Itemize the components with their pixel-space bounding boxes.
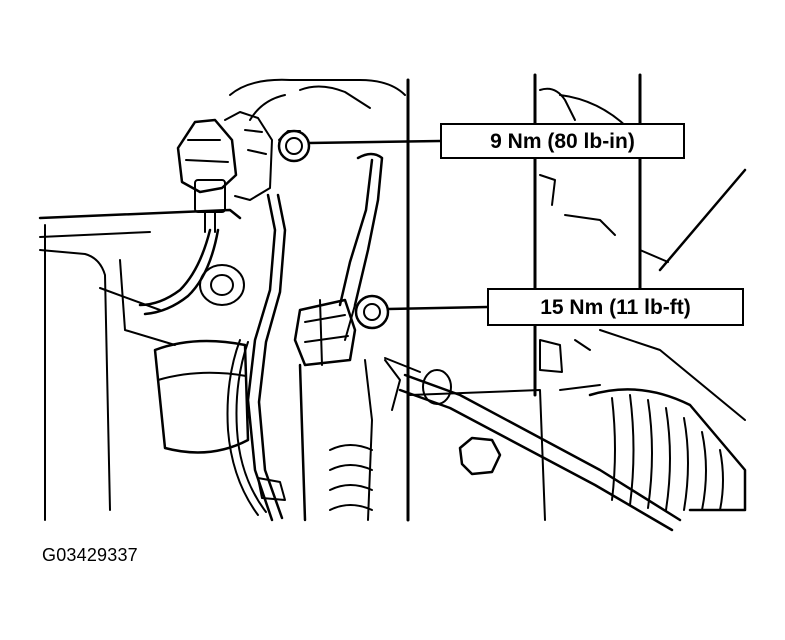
right-bolt [458, 436, 502, 476]
tie-rod [384, 357, 682, 532]
torque-callout-lower-bolt: 15 Nm (11 lb-ft) [487, 288, 744, 326]
electrical-connector [176, 111, 273, 233]
torque-callout-upper-bolt: 9 Nm (80 lb-in) [440, 123, 685, 159]
left-body-panel [38, 208, 242, 521]
rubber-boot [588, 388, 747, 512]
lower-bolt [354, 294, 390, 330]
torque-callout-lower-label: 15 Nm (11 lb-ft) [540, 295, 691, 319]
figure-id: G03429337 [42, 545, 138, 565]
leader-lines [307, 139, 489, 311]
mounting-bracket [293, 298, 357, 367]
wire-harness [138, 193, 287, 522]
upper-bolt [277, 129, 311, 163]
pipe [338, 152, 384, 341]
torque-callout-upper-label: 9 Nm (80 lb-in) [490, 129, 635, 153]
lower-housing [298, 359, 401, 522]
canister [153, 264, 250, 454]
right-lower-structure [409, 329, 746, 521]
